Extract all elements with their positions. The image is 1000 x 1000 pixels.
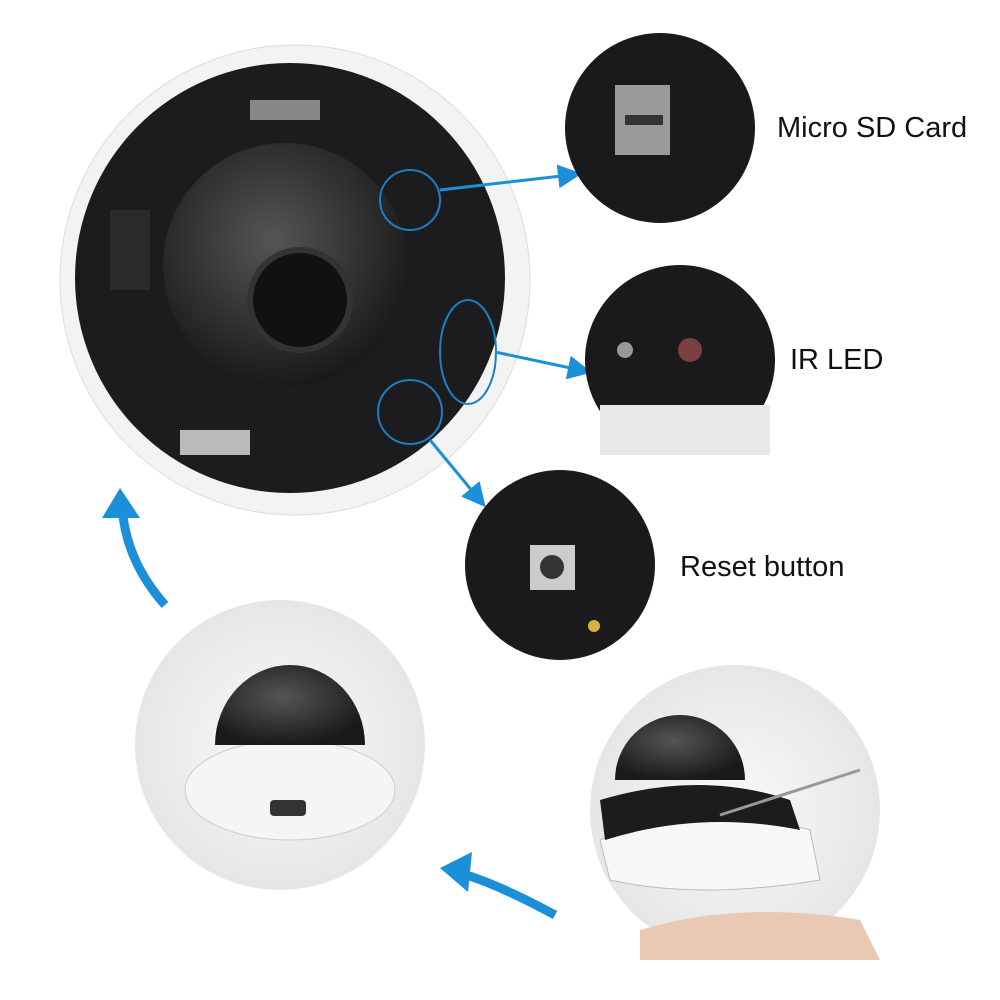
sd-card-closeup <box>565 33 755 223</box>
ir-led-label: IR LED <box>790 344 884 376</box>
micro-sd-card-label: Micro SD Card <box>777 112 968 144</box>
reset-arrow <box>428 439 486 508</box>
camera-interior-photo <box>59 44 531 516</box>
screwdriver <box>719 768 861 817</box>
ir-arrow <box>494 350 592 380</box>
sd-arrow <box>439 164 582 192</box>
reset-button-label: Reset button <box>680 551 845 583</box>
curved-arrow-left <box>117 504 169 608</box>
reset-highlight-circle <box>377 379 443 445</box>
assembled-camera-photo <box>135 600 425 890</box>
opening-camera-photo <box>590 665 880 960</box>
reset-button-closeup <box>465 470 655 660</box>
sd-highlight-circle <box>379 169 441 231</box>
ir-led-closeup <box>585 265 775 455</box>
lens <box>247 247 353 353</box>
curved-arrow-bottom <box>453 867 558 919</box>
